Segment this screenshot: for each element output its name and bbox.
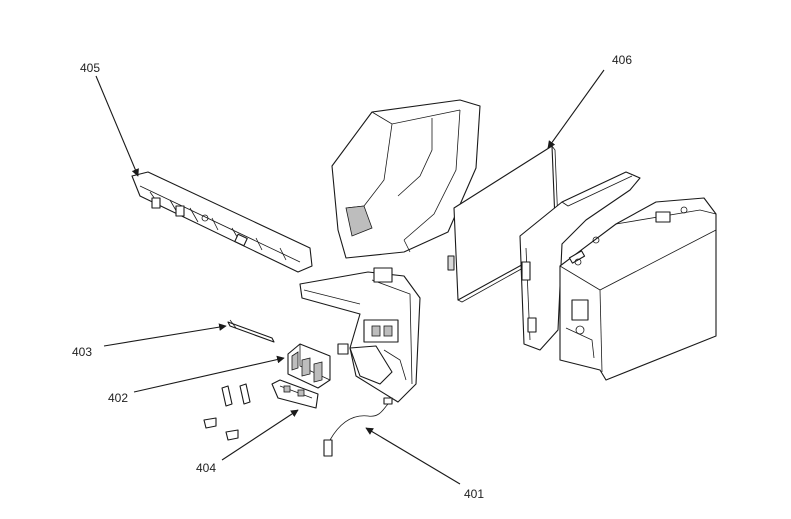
central-chassis [299, 267, 421, 403]
leader-405 [95, 75, 139, 177]
callout-401: 401 [464, 487, 484, 501]
callout-406: 406 [612, 53, 632, 67]
leader-404 [221, 409, 299, 461]
callout-405: 405 [80, 61, 100, 75]
leader-406 [547, 69, 605, 149]
screws [203, 383, 251, 441]
leader-401 [365, 427, 461, 485]
callout-403: 403 [72, 345, 92, 359]
housing-cover [331, 99, 481, 259]
part-405-rail-bracket [131, 171, 313, 273]
leader-403 [103, 323, 227, 347]
part-404-clip [271, 379, 319, 409]
main-enclosure [559, 197, 717, 381]
part-402-terminal-block [287, 343, 331, 389]
part-403-pin [227, 319, 275, 343]
mounting-frame [519, 171, 641, 351]
leader-lines [95, 69, 605, 485]
callout-labels: 405 406 403 402 404 401 [72, 53, 632, 501]
part-401-sensor-cable [323, 397, 393, 457]
leader-402 [133, 355, 285, 393]
callout-404: 404 [196, 461, 216, 475]
callout-402: 402 [108, 391, 128, 405]
